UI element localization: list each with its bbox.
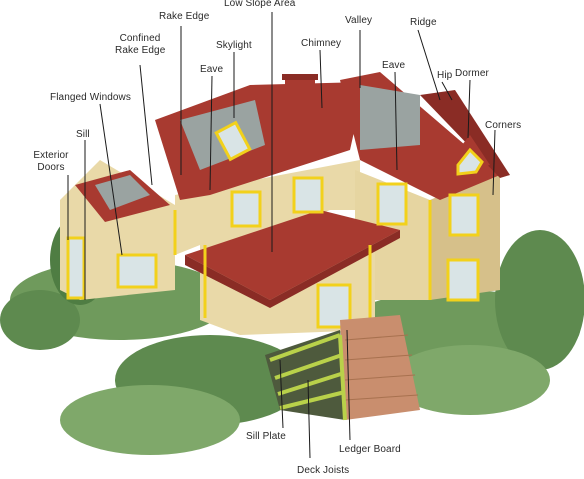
label-eave-left: Eave — [200, 64, 223, 76]
label-low-slope-area: Low Slope Area — [224, 0, 295, 10]
label-deck-joists: Deck Joists — [297, 465, 349, 477]
label-hip: Hip — [437, 70, 452, 82]
label-ledger-board: Ledger Board — [339, 444, 401, 456]
label-dormer: Dormer — [455, 68, 489, 80]
label-confined-rake-edge-line1: Confined — [115, 33, 165, 45]
label-corners: Corners — [485, 120, 521, 132]
label-eave-right: Eave — [382, 60, 405, 72]
label-confined-rake-edge: Confined Rake Edge — [115, 33, 165, 57]
label-skylight: Skylight — [216, 40, 252, 52]
label-exterior-doors-line1: Exterior — [30, 150, 72, 162]
label-chimney: Chimney — [301, 38, 341, 50]
chimney — [282, 74, 318, 116]
label-valley: Valley — [345, 15, 372, 27]
label-sill: Sill — [76, 129, 90, 141]
label-flanged-windows: Flanged Windows — [50, 92, 131, 104]
label-exterior-doors: Exterior Doors — [30, 150, 72, 174]
label-exterior-doors-line2: Doors — [30, 162, 72, 174]
label-rake-edge: Rake Edge — [159, 11, 209, 23]
label-ridge: Ridge — [410, 17, 437, 29]
label-confined-rake-edge-line2: Rake Edge — [115, 45, 165, 57]
label-sill-plate: Sill Plate — [246, 431, 286, 443]
